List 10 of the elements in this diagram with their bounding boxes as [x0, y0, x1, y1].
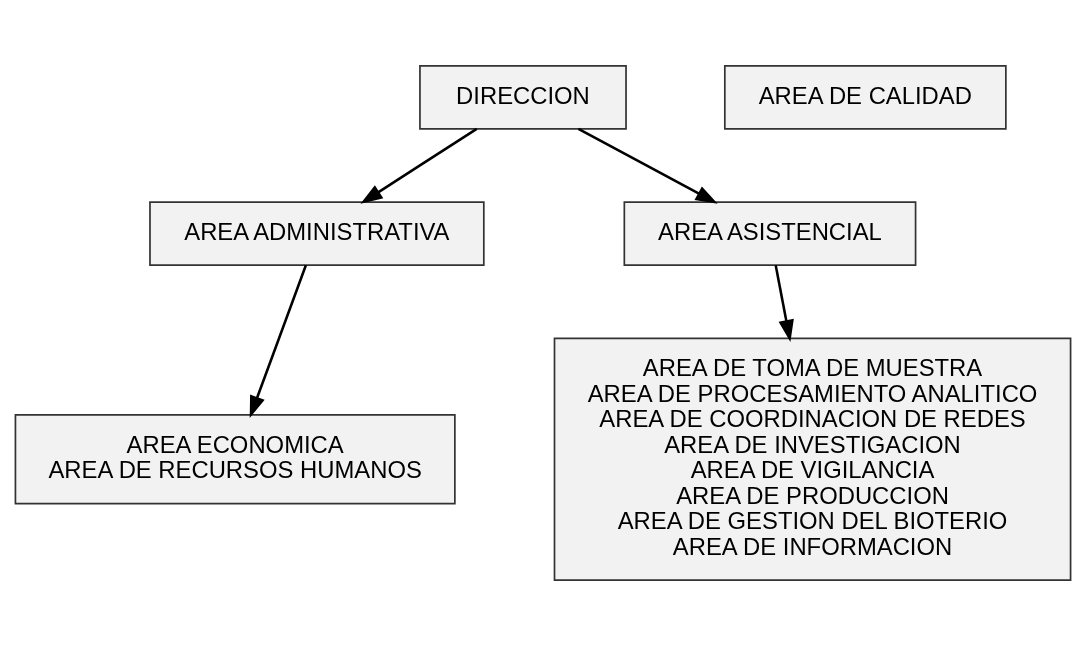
arrow [249, 264, 308, 418]
node-box: AREA ADMINISTRATIVA [149, 200, 485, 266]
arrow [360, 127, 478, 204]
node-box: AREA ASISTENCIAL [623, 200, 917, 266]
arrow [774, 264, 794, 342]
node-box: AREA ECONOMICA AREA DE RECURSOS HUMANOS [14, 413, 456, 504]
node-box: AREA DE CALIDAD [723, 64, 1007, 130]
node-box: DIRECCION [419, 64, 627, 130]
arrow [577, 127, 718, 204]
node-box: AREA DE TOMA DE MUESTRA AREA DE PROCESAMIENTO ANALITICO AREA DE COORDINACION DE REDES AREA DE INVESTIGACION AREA DE VIGILANCIA AREA DE PRODUCCION AREA DE GESTION DEL BIOTERIO AREA DE INFORMACION [553, 336, 1072, 581]
